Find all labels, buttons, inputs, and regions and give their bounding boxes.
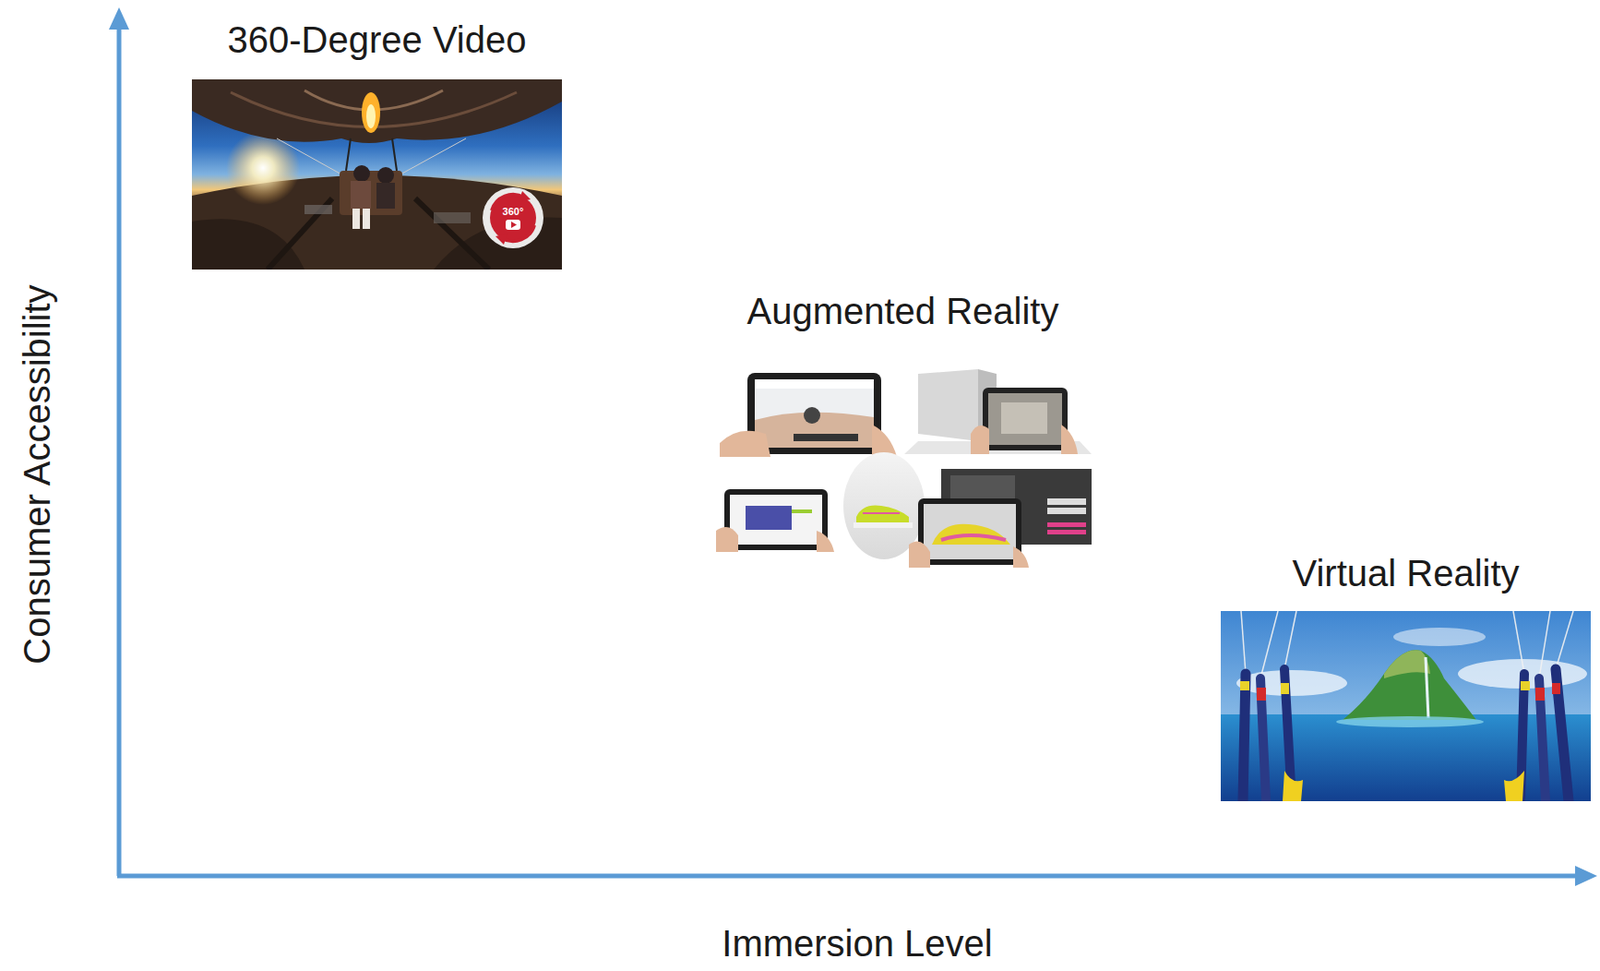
vr-picture xyxy=(1220,610,1591,801)
x-axis xyxy=(117,873,1578,879)
picture-panel: 360-Degree Video xyxy=(191,79,562,270)
axes xyxy=(108,7,1598,886)
axis-label: Consumer Accessibility xyxy=(15,284,59,664)
icon-text: 360° xyxy=(502,205,525,218)
balloon-picture xyxy=(191,79,562,270)
picture-heading: 360-Degree Video xyxy=(227,18,527,61)
axis-label: Immersion Level xyxy=(721,921,992,965)
heading-group: Augmented Reality xyxy=(747,289,1060,333)
y-axis xyxy=(117,27,122,876)
y-arrowhead xyxy=(108,7,130,30)
picture-panel: Augmented Reality xyxy=(714,369,1092,572)
x-arrowhead xyxy=(1575,865,1598,886)
heading-group: Virtual Reality xyxy=(1291,551,1519,595)
picture-heading: Augmented Reality xyxy=(747,289,1060,333)
ar-pictures xyxy=(714,369,1092,572)
picture-heading: Virtual Reality xyxy=(1291,551,1519,595)
picture-panel: Virtual Reality xyxy=(1220,610,1591,801)
heading-group: 360-Degree Video xyxy=(227,18,527,61)
